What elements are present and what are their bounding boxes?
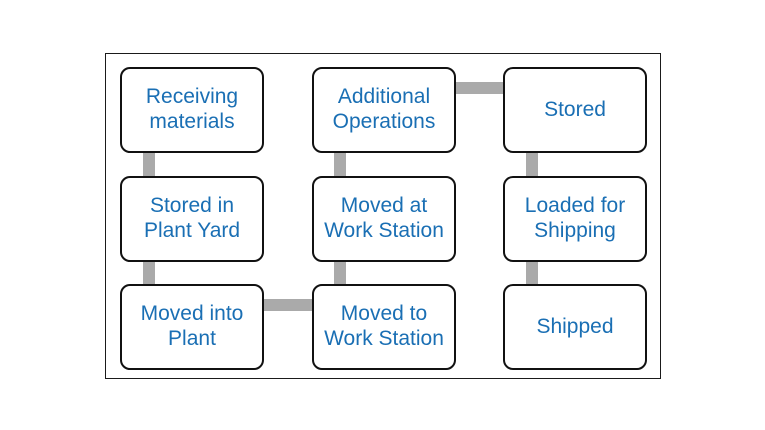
node-stored: Stored [503,67,647,153]
connector-moved-into-plant-to-moved-to-ws [262,299,314,311]
connector-stored-yard-to-moved-into-plant [143,261,155,286]
node-moved-at-work-station: Moved at Work Station [312,176,456,262]
connector-moved-at-ws-to-additional-ops [334,153,346,178]
connector-additional-ops-to-stored [454,82,506,94]
node-stored-in-plant-yard: Stored in Plant Yard [120,176,264,262]
connector-stored-to-loaded [526,153,538,178]
node-additional-operations: Additional Operations [312,67,456,153]
node-moved-into-plant: Moved into Plant [120,284,264,370]
node-shipped: Shipped [503,284,647,370]
node-moved-to-work-station: Moved to Work Station [312,284,456,370]
node-loaded-for-shipping: Loaded for Shipping [503,176,647,262]
connector-moved-to-ws-to-moved-at-ws [334,261,346,286]
connector-loaded-to-shipped [526,261,538,286]
connector-receiving-to-stored-yard [143,153,155,178]
node-receiving-materials: Receiving materials [120,67,264,153]
